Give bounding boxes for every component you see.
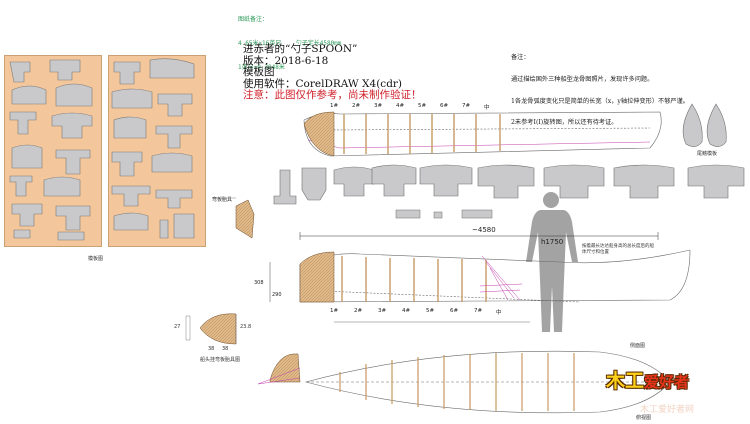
rib-template-row bbox=[273, 164, 745, 205]
template-sheets-caption: 模板图 bbox=[88, 256, 104, 262]
stem-jig-caption: 船头挂弯板胎具图 bbox=[200, 357, 241, 363]
top-ribs bbox=[343, 114, 501, 154]
stem-jig bbox=[185, 313, 237, 345]
side-rib-label-mid: 中 bbox=[496, 310, 502, 316]
rib-label-1: 1# bbox=[330, 103, 339, 109]
side-rib-labels: 1# 2# 3# 4# 5# 6# 7# 中 bbox=[330, 308, 510, 316]
rib-label-6: 6# bbox=[440, 103, 449, 109]
height-dim-b: 290 bbox=[272, 292, 282, 298]
profile-drawing-top bbox=[303, 111, 662, 157]
plan-view-stem bbox=[257, 353, 301, 385]
logo-sub-text: 爱好者 bbox=[644, 373, 690, 391]
plan-view-hull bbox=[304, 350, 671, 414]
side-rib-label-2: 2# bbox=[354, 308, 363, 314]
side-rib-label-3: 3# bbox=[378, 308, 387, 314]
rib-label-2: 2# bbox=[352, 103, 361, 109]
plan-view-ribs bbox=[339, 353, 575, 411]
length-dimension-label: ~4580 bbox=[472, 226, 496, 234]
person-note: 按着最长达达船身高的总长度后的船体尺寸和位置 bbox=[582, 244, 654, 255]
rib-label-5: 5# bbox=[418, 103, 427, 109]
remarks-block: 备注： 通过描绘国外三种船型龙骨图照片，发现许多问题。 1各龙骨弧度变化只是简单… bbox=[511, 40, 689, 134]
jig-label: 弯板胎具 bbox=[212, 197, 233, 203]
fin-templates bbox=[682, 103, 727, 147]
rib-label-3: 3# bbox=[374, 103, 383, 109]
top-rib-labels: 1# 2# 3# 4# 5# 6# 7# 中 bbox=[330, 103, 510, 111]
side-rib-label-6: 6# bbox=[450, 308, 459, 314]
version-line: 版本：2018-6-18 bbox=[243, 54, 329, 67]
person-height-label: h1750 bbox=[541, 238, 564, 246]
remarks-line-3: 2未参考I(I)旋转图，所以还有待考证。 bbox=[511, 119, 618, 127]
person-silhouette bbox=[526, 192, 578, 332]
software-line: 使用软件：CorelDRAW X4(cdr) bbox=[243, 77, 403, 90]
rib-label-7: 7# bbox=[462, 103, 471, 109]
drawing-type: 模板图 bbox=[243, 66, 275, 78]
top-view-caption: 俯视图 bbox=[636, 415, 652, 421]
remarks-line-2: 1各龙骨弧度变化只是简单的长宽（x，y轴拉伸变形）不够严谨。 bbox=[511, 97, 689, 105]
stem-template-small bbox=[212, 197, 255, 239]
fin-templates-caption: 尾鳍模板 bbox=[697, 151, 718, 157]
rib-label-mid: 中 bbox=[484, 105, 490, 111]
side-rib-label-4: 4# bbox=[402, 308, 411, 314]
side-rib-label-7: 7# bbox=[474, 308, 483, 314]
warning-line: 注意：此图仅作参考，尚未制作验证！ bbox=[243, 89, 422, 101]
side-view-stem bbox=[299, 251, 335, 303]
watermark-site: 木工爱好者网 bbox=[640, 405, 695, 415]
remarks-line-1: 通过描绘国外三种船型龙骨图照片，发现许多问题。 bbox=[511, 76, 654, 84]
rib-label-4: 4# bbox=[396, 103, 405, 109]
side-view-pink-lines bbox=[479, 255, 523, 301]
side-view-ribs bbox=[341, 256, 487, 302]
project-title: 进赤者的“勺子SPOON” bbox=[243, 43, 358, 55]
stem-wedge-top bbox=[303, 111, 335, 157]
note-line-3: 1英尺=0.3048米 bbox=[238, 64, 285, 71]
templates-left-sheet bbox=[9, 59, 93, 241]
stem-dim-bottom-b: 38 bbox=[222, 346, 229, 352]
drawing-notes: 图纸备注： 4.65米×16英尺 勺子定长4580mm 1英尺=0.3048米 bbox=[238, 0, 341, 80]
side-rib-label-1: 1# bbox=[330, 308, 339, 314]
side-rib-label-5: 5# bbox=[426, 308, 435, 314]
note-line-2: 4.65米×16英尺 勺子定长4580mm bbox=[238, 40, 342, 47]
stem-dim-bottom-a: 38 bbox=[208, 346, 215, 352]
remarks-heading: 备注： bbox=[511, 54, 530, 62]
logo-main-text: 木工 bbox=[606, 370, 645, 392]
watermark-logo: 木工爱好者 bbox=[606, 366, 689, 393]
small-parts bbox=[395, 209, 493, 219]
stem-dim-left: 27 bbox=[174, 324, 181, 330]
title-block: 进赤者的“勺子SPOON” 版本：2018-6-18 模板图 使用软件：Core… bbox=[243, 43, 422, 102]
stem-dim-right: 23.8 bbox=[240, 324, 252, 330]
height-dim-a: 308 bbox=[254, 280, 264, 286]
overall-length-dimension bbox=[299, 232, 659, 240]
note-line-1: 图纸备注： bbox=[238, 16, 269, 23]
side-view-caption: 侧面图 bbox=[630, 343, 646, 349]
templates-right-sheet bbox=[111, 58, 195, 239]
